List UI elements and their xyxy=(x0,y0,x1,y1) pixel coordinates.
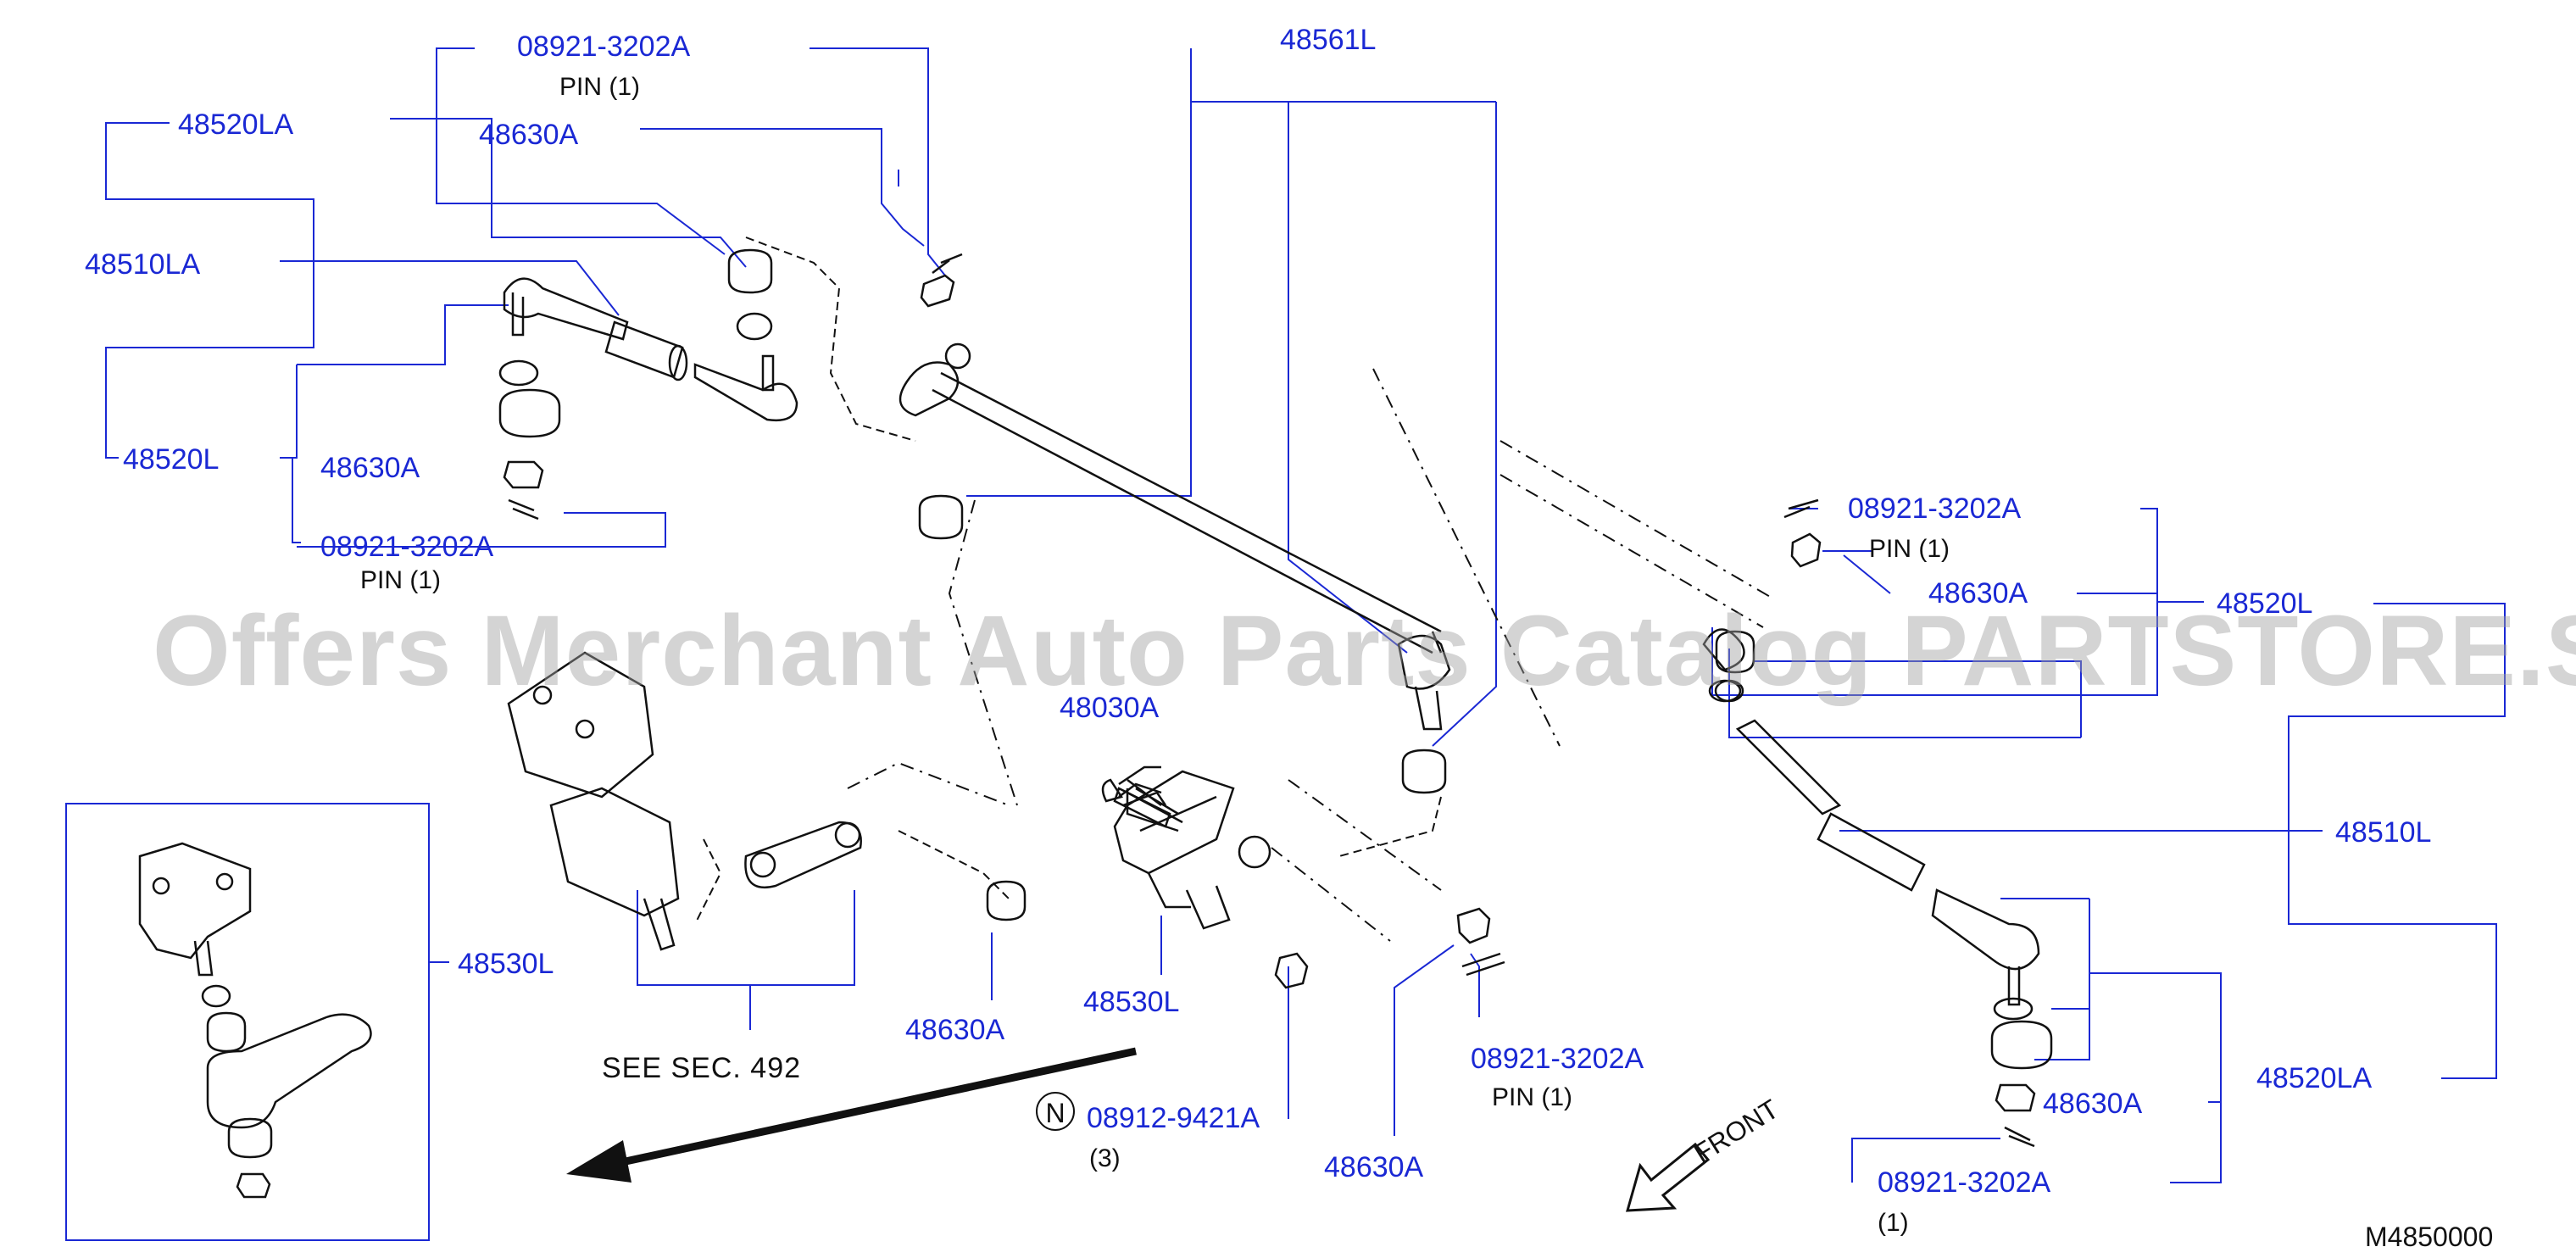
tie-rod-left xyxy=(498,248,963,520)
lower-components xyxy=(507,494,1505,989)
label-08921-3202a-top-left[interactable]: 08921-3202A xyxy=(517,31,691,63)
label-pin-left: PIN (1) xyxy=(360,566,442,594)
label-48630a-left[interactable]: 48630A xyxy=(320,452,420,484)
label-48030a[interactable]: 48030A xyxy=(1060,692,1160,724)
label-48510la[interactable]: 48510LA xyxy=(85,248,201,281)
label-48520l-right[interactable]: 48520L xyxy=(2217,587,2313,620)
label-pin-top-left: PIN (1) xyxy=(559,73,641,101)
label-qty-3: (3) xyxy=(1089,1144,1121,1172)
label-pin-right: PIN (1) xyxy=(1869,535,1950,563)
diagram-code: M4850000 xyxy=(2365,1222,2494,1252)
label-08921-3202a-right-lower[interactable]: 08921-3202A xyxy=(1878,1166,2051,1199)
label-48530l-mid[interactable]: 48530L xyxy=(1083,986,1180,1018)
n-symbol: N xyxy=(1036,1092,1075,1131)
dashed-centerlines xyxy=(847,368,1772,942)
label-48630a-right-lower[interactable]: 48630A xyxy=(2043,1088,2143,1120)
label-pin-bottom: PIN (1) xyxy=(1492,1083,1573,1111)
label-08921-3202a-right[interactable]: 08921-3202A xyxy=(1848,493,2022,525)
label-48520la-left[interactable]: 48520LA xyxy=(178,109,294,141)
leader-lines xyxy=(65,47,2506,1241)
idler-arm-assembly xyxy=(138,842,372,1199)
label-48630a-right[interactable]: 48630A xyxy=(1928,577,2028,610)
label-08921-3202a-bottom[interactable]: 08921-3202A xyxy=(1471,1043,1644,1075)
label-48630a-top[interactable]: 48630A xyxy=(479,119,579,151)
n-circle-icon: N xyxy=(1036,1092,1075,1131)
label-48630a-bottom[interactable]: 48630A xyxy=(1324,1151,1424,1183)
dashed-hidden-lines xyxy=(694,237,1442,925)
label-48520la-right[interactable]: 48520LA xyxy=(2256,1062,2373,1094)
center-link xyxy=(899,342,1451,731)
label-48530l-left[interactable]: 48530L xyxy=(458,948,554,980)
label-48630a-mid[interactable]: 48630A xyxy=(905,1014,1005,1046)
label-08921-3202a-left[interactable]: 08921-3202A xyxy=(320,531,494,563)
forward-arrow xyxy=(566,1047,1137,1183)
label-48510l[interactable]: 48510L xyxy=(2335,816,2432,849)
label-48561l[interactable]: 48561L xyxy=(1280,24,1377,56)
label-qty-1-right: (1) xyxy=(1878,1209,1909,1237)
watermark: Offers Merchant Auto Parts Catalog PARTS… xyxy=(153,595,2576,707)
tie-rod-right xyxy=(1702,498,2053,1148)
label-08912-9421a[interactable]: 08912-9421A xyxy=(1087,1102,1260,1134)
label-48520l-left[interactable]: 48520L xyxy=(123,443,220,476)
see-section-note: SEE SEC. 492 xyxy=(602,1052,802,1084)
front-arrow xyxy=(1625,1142,1711,1212)
